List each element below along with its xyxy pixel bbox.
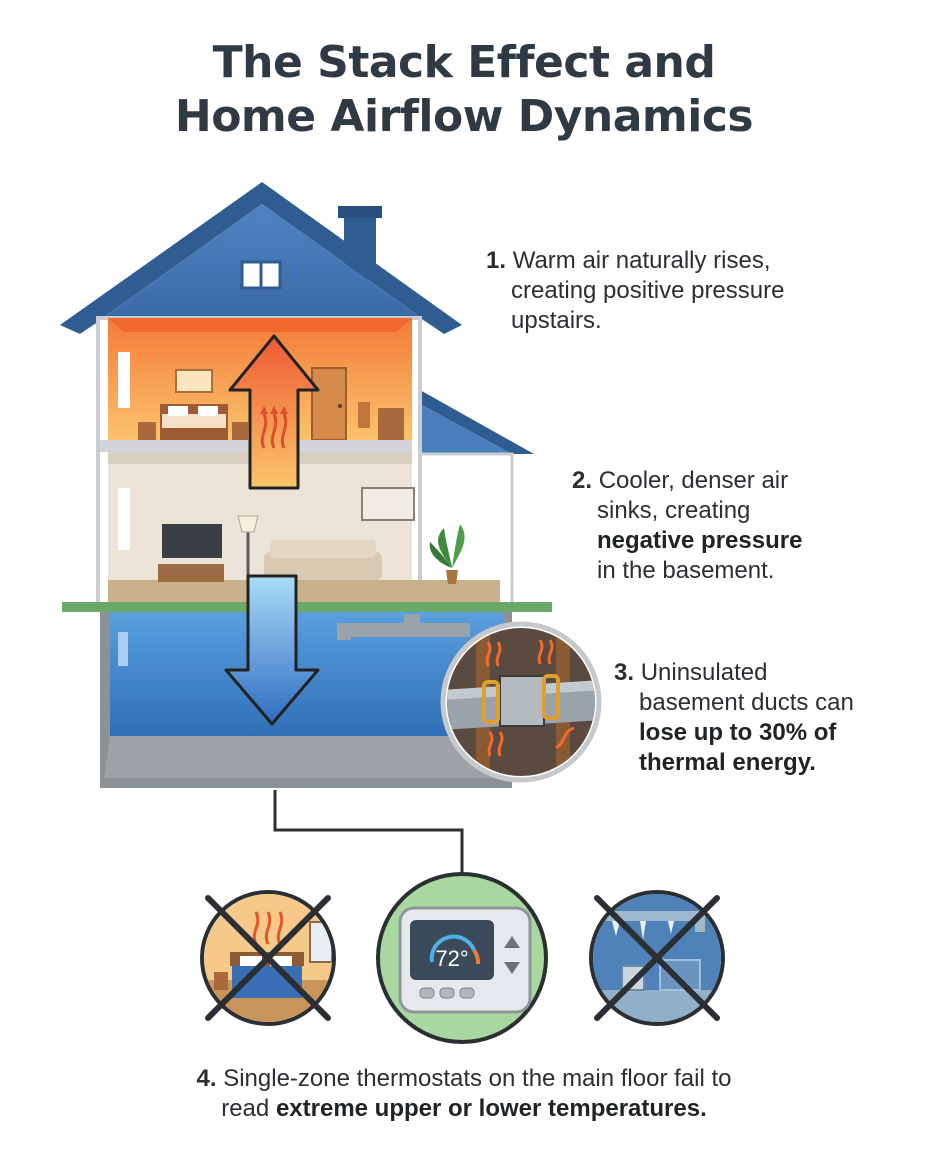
main-floor xyxy=(108,452,500,602)
cold-basement-icon xyxy=(589,890,725,1026)
note-4-pre: read xyxy=(221,1095,270,1122)
note-2-bold: negative pressure xyxy=(597,527,803,554)
sofa xyxy=(264,552,382,580)
note-3-bold-1: lose up to 30% of xyxy=(639,719,837,746)
note-duct-loss: 3. Uninsulated basement ducts can lose u… xyxy=(614,658,914,778)
note-1-line-2: creating positive pressure xyxy=(511,277,785,304)
title-line-1: The Stack Effect and xyxy=(212,37,716,88)
connector-line xyxy=(273,790,464,878)
desk xyxy=(378,408,404,440)
roof xyxy=(60,182,462,334)
note-2-line-4: in the basement. xyxy=(597,557,775,584)
ground-line xyxy=(62,602,552,612)
side-wing xyxy=(418,390,534,606)
main-window-left xyxy=(118,488,130,550)
note-warm-air: 1. Warm air naturally rises, creating po… xyxy=(486,246,886,336)
basement-duct xyxy=(337,623,470,640)
note-3-line-1: Uninsulated xyxy=(640,659,768,686)
bedroom-door xyxy=(311,367,347,441)
hot-bedroom-icon xyxy=(200,890,336,1026)
note-1-line-1: Warm air naturally rises, xyxy=(512,247,771,274)
note-3-bold-2: thermal energy. xyxy=(639,749,816,776)
thermostat-icon xyxy=(376,872,548,1044)
wall-art xyxy=(361,487,415,521)
note-4-line-1: Single-zone thermostats on the main floo… xyxy=(223,1065,732,1092)
duct-detail-icon xyxy=(440,621,602,783)
note-2-line-1: Cooler, denser air xyxy=(598,467,789,494)
plant xyxy=(446,570,458,584)
cool-air-arrow xyxy=(224,574,320,726)
basement-window xyxy=(118,632,128,666)
warm-air-arrow xyxy=(228,334,320,490)
note-3-number: 3. xyxy=(614,659,635,686)
note-4-number: 4. xyxy=(196,1065,217,1092)
main-window-right xyxy=(480,488,492,550)
note-2-number: 2. xyxy=(572,467,593,494)
note-thermostat: 4. Single-zone thermostats on the main f… xyxy=(0,1064,928,1124)
note-4-bold: extreme upper or lower temperatures. xyxy=(275,1095,707,1122)
note-2-line-2: sinks, creating xyxy=(597,497,751,524)
upper-window xyxy=(118,352,130,408)
note-3-line-2: basement ducts can xyxy=(639,689,854,716)
page-title: The Stack Effect and Home Airflow Dynami… xyxy=(0,36,928,144)
tv xyxy=(162,524,222,558)
note-cool-air: 2. Cooler, denser air sinks, creating ne… xyxy=(572,466,902,586)
title-line-2: Home Airflow Dynamics xyxy=(174,91,754,142)
thermostat-reading: 72° xyxy=(435,946,468,971)
note-1-line-3: upstairs. xyxy=(511,307,602,334)
note-1-number: 1. xyxy=(486,247,507,274)
wall-picture xyxy=(175,369,213,393)
